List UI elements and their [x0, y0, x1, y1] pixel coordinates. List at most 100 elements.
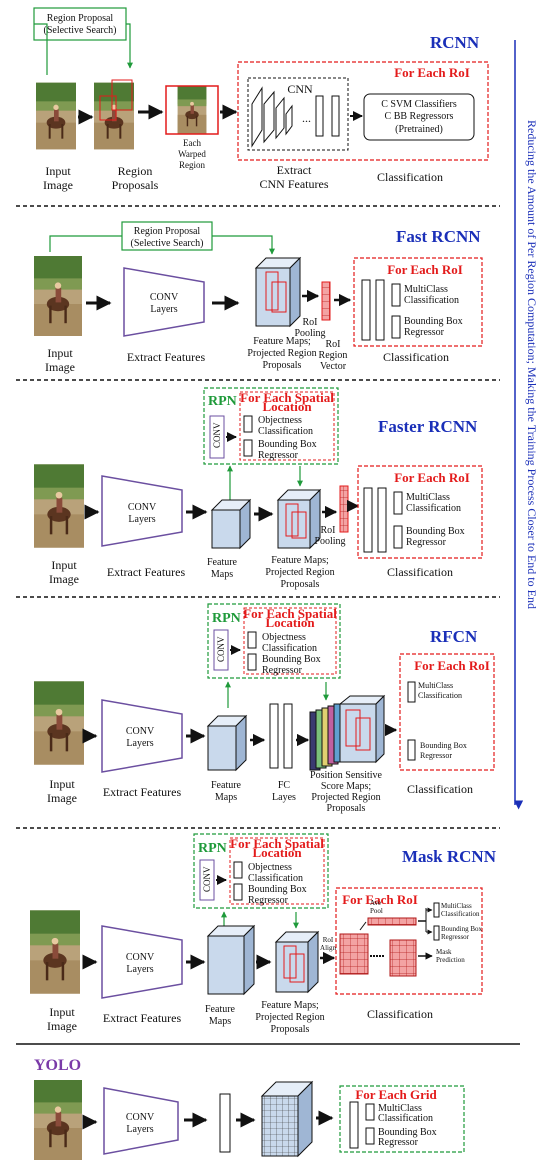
faster-conv-small: CONV [212, 422, 222, 448]
fast-extract: Extract Features [127, 350, 206, 364]
warped-line3: Region [179, 160, 205, 170]
fast-bbox-line1: Bounding Box [404, 316, 463, 327]
faster-rpnbbox-line1: Bounding Box [258, 439, 317, 450]
fast-feature-line3: Proposals [263, 360, 302, 371]
rfcn-conv-line1: CONV [126, 726, 155, 737]
fast-feature-line1: Feature Maps; [253, 336, 311, 347]
yolo-for-each-grid: For Each Grid [355, 1087, 437, 1102]
rfcn-classification: Classification [407, 782, 473, 796]
faster-roipool-line2: Pooling [314, 536, 345, 547]
mask-obj-line1: Objectness [248, 862, 292, 873]
mask-input-line2: Image [47, 1019, 77, 1033]
rfcn-input-line2: Image [47, 791, 77, 805]
warped-line2: Warped [178, 149, 206, 159]
rcnn-input-line2: Image [43, 178, 73, 192]
faster-bbox-line1: Bounding Box [406, 526, 465, 537]
faster-spatial-line1: For Each Spatial [240, 390, 334, 405]
yolo-title: YOLO [34, 1057, 81, 1074]
warped-photo [177, 86, 207, 134]
fast-region-proposal-line1: Region Proposal [134, 226, 201, 237]
faster-obj-line2: Classification [258, 426, 313, 437]
mask-conv-line2: Layers [126, 964, 153, 975]
mask-conv-small: CONV [202, 866, 212, 892]
rcnn-input-line1: Input [45, 164, 71, 178]
svm-line3: (Pretrained) [395, 124, 443, 135]
rfcn-conv-small: CONV [216, 636, 226, 662]
rfcn-multiclass-line2: Classification [418, 691, 462, 700]
rcnn-for-each-roi: For Each RoI [394, 65, 470, 80]
mask-roialign-line1: RoI [323, 936, 334, 944]
mask-multiclass-line2: Classification [441, 910, 480, 918]
rfcn-bbox-line1: Bounding Box [420, 741, 467, 750]
side-note-text: Reducing the Amount of Per Region Comput… [525, 120, 539, 609]
mask-rcnn-panel: Mask RCNN RPN CONV For Each Spatial Loca… [30, 833, 497, 1035]
cnn-label: CNN [287, 82, 313, 96]
fast-roipool-line2: Pooling [294, 328, 325, 339]
fast-input-line1: Input [47, 346, 73, 360]
input-photo [36, 82, 76, 150]
faster-obj-line1: Objectness [258, 415, 302, 426]
rcnn-classification: Classification [377, 170, 443, 184]
mask-input-line1: Input [49, 1005, 75, 1019]
faster-extract: Extract Features [107, 565, 186, 579]
rfcn-ps-line2: Score Maps; [321, 781, 371, 792]
yolo-panel: YOLO CONV Layers For Each Grid MultiClas… [34, 1057, 465, 1160]
mask-spatial-line2: Location [252, 845, 302, 860]
mask-rpnbbox-line2: Regressor [248, 895, 289, 906]
faster-rpnbbox-line2: Regressor [258, 450, 299, 461]
rfcn-fc-line1: FC [278, 780, 291, 791]
svg-text:...: ... [302, 111, 311, 125]
rfcn-ps-line3: Projected Region [311, 792, 380, 803]
faster-input-line2: Image [49, 572, 79, 586]
rfcn-for-each-roi: For Each RoI [414, 658, 490, 673]
faster-multiclass-line1: MultiClass [406, 492, 450, 503]
yolo-input-photo [34, 1080, 82, 1160]
mask-bbox-line1: Bounding Box [441, 925, 483, 933]
faster-feat-line3: Proposals [281, 579, 320, 590]
yolo-multiclass-line1: MultiClass [378, 1103, 422, 1114]
rfcn-fm-line2: Maps [215, 792, 237, 803]
fast-conv-line2: Layers [150, 304, 177, 315]
mask-pred-line1: Mask [436, 948, 452, 956]
mask-rpnbbox-line1: Bounding Box [248, 884, 307, 895]
faster-conv-line2: Layers [128, 514, 155, 525]
fast-roipool-line1: RoI [303, 317, 318, 328]
mask-fm-line2: Maps [209, 1016, 231, 1027]
mask-obj-line2: Classification [248, 873, 303, 884]
rfcn-spatial-line1: For Each Spatial [243, 606, 337, 621]
mask-title: Mask RCNN [402, 847, 497, 866]
fast-multiclass-line1: MultiClass [404, 284, 448, 295]
rfcn-bbox-line2: Regressor [420, 751, 452, 760]
faster-fm-line1: Feature [207, 557, 238, 568]
rfcn-fc-line2: Layes [272, 792, 296, 803]
rfcn-rpnbbox-line1: Bounding Box [262, 654, 321, 665]
fast-classification: Classification [383, 350, 449, 364]
mask-classification: Classification [367, 1007, 433, 1021]
rfcn-extract: Extract Features [103, 785, 182, 799]
rfcn-ps-line4: Proposals [327, 803, 366, 814]
fast-region-proposal-line2: (Selective Search) [130, 238, 203, 249]
faster-rpn: RPN [208, 394, 237, 409]
rcnn-region-proposal-line1: Region Proposal [47, 13, 114, 24]
rfcn-rpnbbox-line2: Regressor [262, 665, 303, 676]
fast-for-each-roi: For Each RoI [387, 262, 463, 277]
rfcn-conv-line2: Layers [126, 738, 153, 749]
faster-rcnn-panel: Faster RCNN RPN CONV For Each Spatial Lo… [34, 387, 483, 590]
fast-bbox-line2: Regressor [404, 327, 445, 338]
warped-line1: Each [183, 138, 201, 148]
faster-input-photo [34, 464, 84, 548]
fast-multiclass-line2: Classification [404, 295, 459, 306]
faster-spatial-line2: Location [262, 399, 312, 414]
rfcn-spatial-line2: Location [265, 615, 315, 630]
mask-feat-line2: Projected Region [255, 1012, 324, 1023]
fast-feature-line2: Projected Region [247, 348, 316, 359]
faster-bbox-line2: Regressor [406, 537, 447, 548]
rfcn-title: RFCN [430, 627, 478, 646]
rfcn-obj-line1: Objectness [262, 632, 306, 643]
rcnn-extract-line2: CNN Features [260, 177, 329, 191]
faster-title: Faster RCNN [378, 417, 478, 436]
rcnn-title: RCNN [430, 33, 480, 52]
fast-conv-line1: CONV [150, 292, 179, 303]
faster-for-each-roi: For Each RoI [394, 470, 470, 485]
